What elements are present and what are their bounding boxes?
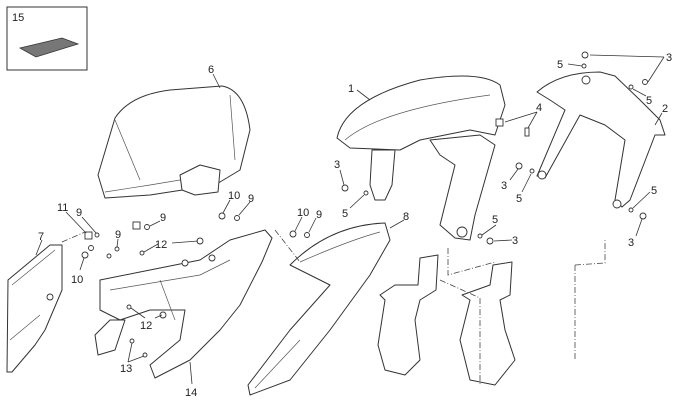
- callout-10: 10: [297, 207, 309, 219]
- callout-13: 13: [120, 363, 132, 375]
- adhesive-pad-icon: [18, 37, 80, 58]
- callout-14: 14: [185, 387, 197, 399]
- callout-5: 5: [651, 185, 657, 197]
- callout-9: 9: [160, 212, 166, 224]
- callout-15: 15: [12, 12, 24, 24]
- callout-5: 5: [646, 95, 652, 107]
- callout-12: 12: [140, 320, 152, 332]
- kit-box: 15: [6, 6, 88, 71]
- callout-5: 5: [557, 59, 563, 71]
- callout-3: 3: [628, 237, 634, 249]
- part-6-headlight-fairing: [97, 85, 251, 199]
- callout-10: 10: [71, 274, 83, 286]
- callout-6: 6: [208, 64, 214, 76]
- callout-3: 3: [501, 180, 507, 192]
- hardware-fasteners: [81, 51, 648, 358]
- callout-9: 9: [76, 207, 82, 219]
- callout-5: 5: [516, 193, 522, 205]
- part-7-side-cover: [6, 231, 86, 373]
- callout-3: 3: [666, 52, 672, 64]
- callout-2: 2: [662, 103, 668, 115]
- callout-10: 10: [228, 190, 240, 202]
- callout-5: 5: [492, 214, 498, 226]
- callout-8: 8: [403, 211, 409, 223]
- part-8-side-panel: [247, 222, 391, 396]
- callout-3: 3: [512, 235, 518, 247]
- part-1-front-mudguard: [336, 75, 506, 241]
- callout-12: 12: [155, 239, 167, 251]
- callout-labels: 6 1 3 5 3 5 4 5 3 5 2 5 3 5 3 8 10 9 9 1…: [38, 52, 672, 399]
- fork-sliders: [377, 240, 606, 386]
- callout-5: 5: [342, 208, 348, 220]
- callout-1: 1: [348, 83, 354, 95]
- callout-4: 4: [536, 102, 542, 114]
- callout-7: 7: [38, 231, 44, 243]
- callout-9: 9: [248, 193, 254, 205]
- callout-3: 3: [334, 159, 340, 171]
- part-2-fork-bridge: [536, 71, 666, 209]
- callout-9: 9: [115, 229, 121, 241]
- callout-9: 9: [316, 209, 322, 221]
- callout-11: 11: [57, 202, 68, 214]
- part-14-side-frame: [94, 229, 273, 379]
- leader-lines: [35, 54, 665, 385]
